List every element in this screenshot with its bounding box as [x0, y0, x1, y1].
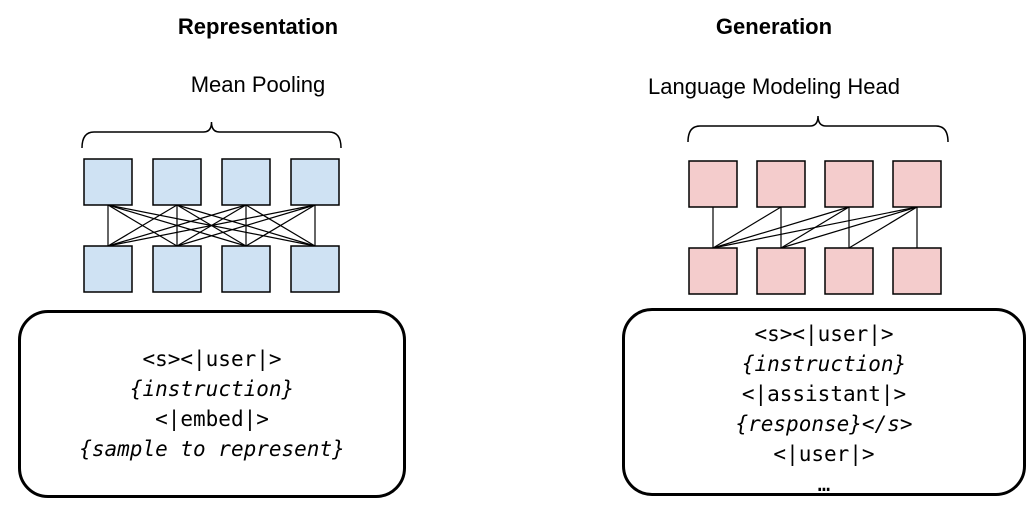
representation-prompt-line: {sample to represent} — [79, 437, 345, 461]
generation-prompt-line: {instruction} — [741, 352, 907, 376]
generation-attention-edge — [780, 206, 850, 249]
representation-attention-edge — [107, 204, 316, 247]
representation-attention-edge — [107, 204, 178, 247]
representation-input-token — [290, 245, 340, 293]
generation-prompt-line: <s><|user|> — [754, 322, 894, 346]
representation-prompt-line: <|embed|> — [155, 407, 269, 431]
representation-attention-edge — [245, 204, 316, 247]
representation-title: Representation — [177, 14, 339, 39]
causal-attention-diagram — [687, 115, 949, 295]
generation-prompt-box: <s><|user|> {instruction} <|assistant|> {re… — [622, 308, 1026, 496]
representation-output-token — [152, 158, 202, 206]
generation-input-token — [688, 247, 738, 295]
representation-output-token — [221, 158, 271, 206]
bidirectional-attention-diagram — [81, 121, 342, 293]
representation-brace — [81, 121, 342, 149]
generation-prompt-line: <|assistant|> — [741, 382, 907, 406]
representation-input-token — [152, 245, 202, 293]
generation-output-token — [756, 160, 806, 208]
generation-input-token — [824, 247, 874, 295]
generation-attention-edge — [712, 206, 782, 249]
generation-attention-edge — [848, 206, 918, 249]
generation-output-token — [892, 160, 942, 208]
representation-output-token — [83, 158, 133, 206]
representation-attention-edge — [176, 204, 316, 247]
representation-attention-edge — [107, 204, 247, 247]
representation-prompt-line: {instruction} — [129, 377, 295, 401]
generation-prompt-line: {response}</s> — [735, 412, 913, 436]
representation-prompt-box: <s><|user|> {instruction} <|embed|> {sample… — [18, 310, 406, 498]
representation-prompt-line: <s><|user|> — [142, 347, 282, 371]
representation-output-token — [290, 158, 340, 206]
representation-input-token — [83, 245, 133, 293]
generation-prompt-line: <|user|> — [773, 442, 875, 466]
generation-output-token — [688, 160, 738, 208]
lm-head-label: Language Modeling Head — [648, 74, 900, 99]
generation-input-token — [892, 247, 942, 295]
representation-panel: Representation Mean Pooling <s><|user|> {… — [18, 14, 406, 498]
generation-prompt-line: … — [817, 472, 831, 496]
representation-input-token — [221, 245, 271, 293]
generation-input-token — [756, 247, 806, 295]
generation-title: Generation — [715, 14, 833, 39]
generation-output-token — [824, 160, 874, 208]
generation-brace — [687, 115, 949, 143]
mean-pooling-label: Mean Pooling — [190, 72, 326, 97]
generation-panel: Generation Language Modeling Head <s><|u… — [516, 0, 1032, 505]
